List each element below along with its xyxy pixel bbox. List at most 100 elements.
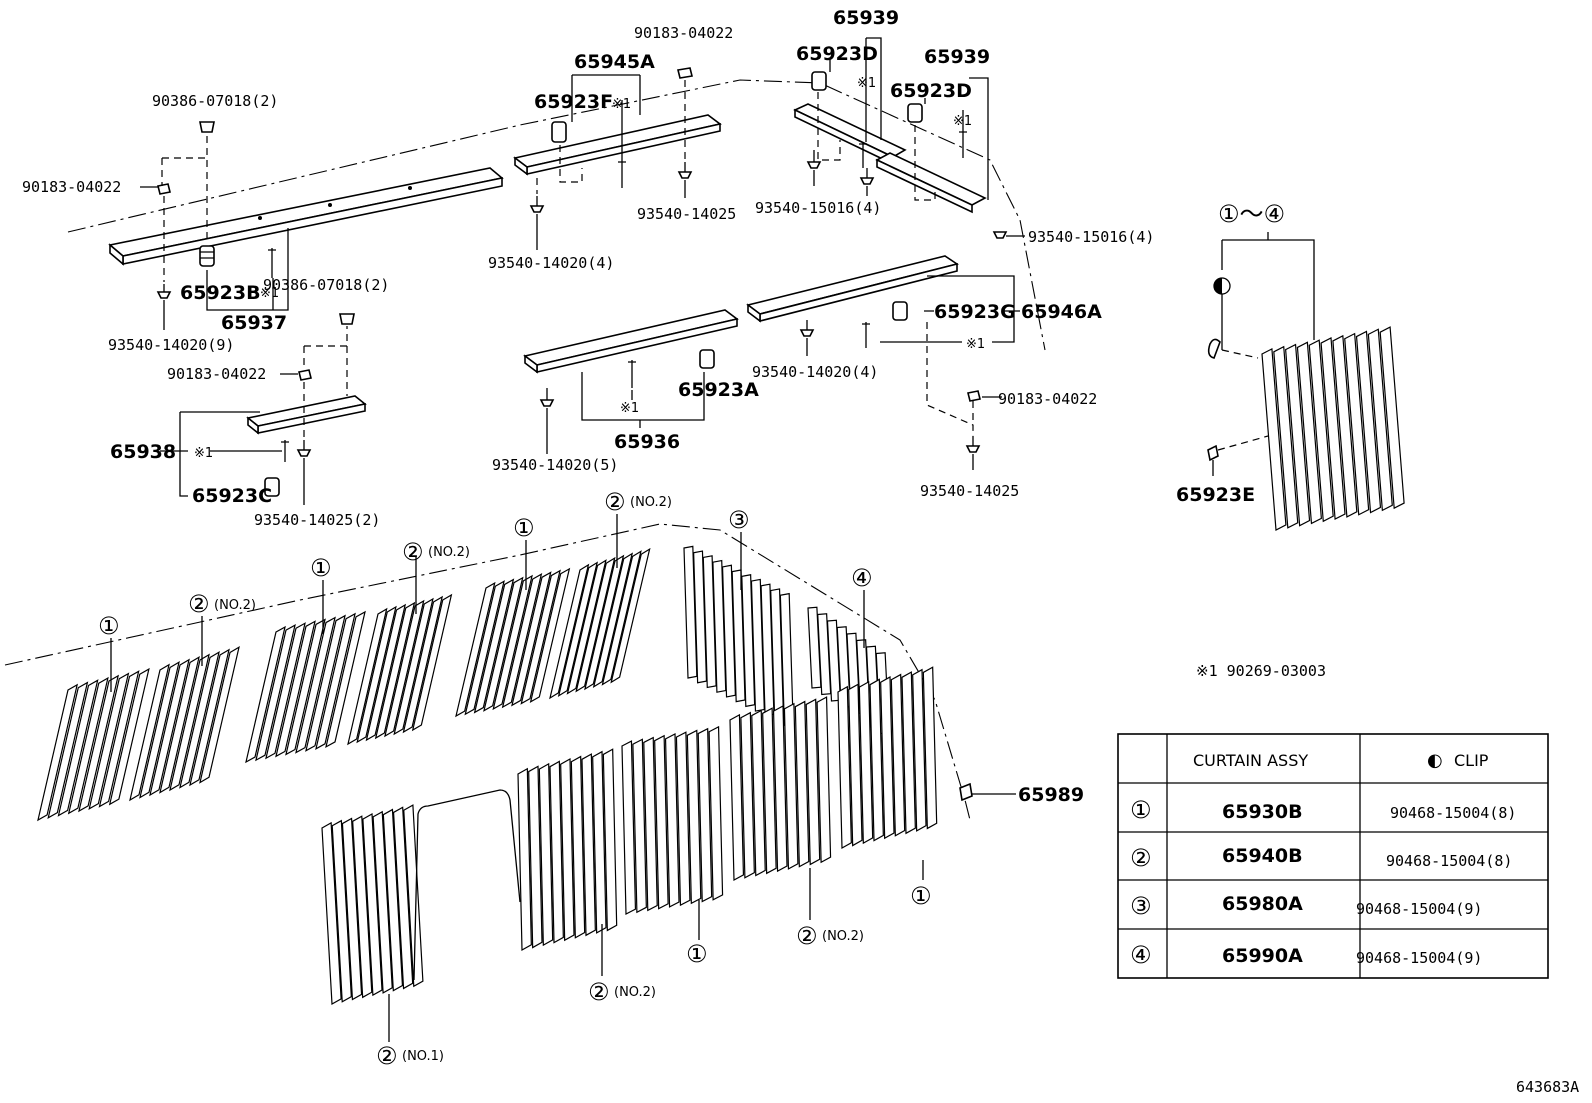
- bolt-93540-14020-4-mid: [799, 320, 815, 356]
- callout-93540-14020-9: 93540-14020(9): [108, 336, 234, 354]
- callout-x1-65945A: ※1: [612, 97, 631, 112]
- marker-2-a: ②: [188, 590, 210, 618]
- marker-1-b: ①: [310, 554, 332, 582]
- curtain-2-e: [517, 748, 618, 952]
- callout-90183-04022-top: 90183-04022: [634, 24, 733, 42]
- rail-65946A: [746, 255, 959, 323]
- rail-65939-b: [875, 152, 987, 214]
- pin-x1-65938: [281, 440, 289, 462]
- curtain-1-d: [837, 666, 938, 850]
- rail-65936: [523, 309, 739, 374]
- callout-65937: 65937: [221, 312, 287, 334]
- clip-half-icon: [1214, 278, 1222, 294]
- clip-65923C: [264, 477, 280, 497]
- marker-2-b: ②: [402, 538, 424, 566]
- callout-90183-04022-mid: 90183-04022: [167, 365, 266, 383]
- curtain-group: [37, 545, 938, 1005]
- curtain-1-e: [621, 725, 724, 915]
- callout-65939-b: 65939: [924, 46, 990, 68]
- table-row-assy: 65930B: [1222, 801, 1303, 823]
- clip-65923F: [551, 121, 567, 143]
- curtain-2-f: [321, 804, 424, 1005]
- callout-65923C: 65923C: [192, 485, 272, 507]
- table-row-clip: 90468-15004(8): [1390, 804, 1516, 822]
- clip-65923G: [892, 301, 908, 321]
- door-frame: [413, 789, 521, 981]
- curtain-3: [683, 545, 794, 726]
- callout-65923E: 65923E: [1176, 484, 1255, 506]
- screw-90386-mid: [339, 313, 355, 325]
- clip-65923A: [699, 349, 715, 369]
- callout-x1-65939-b: ※1: [953, 114, 972, 129]
- curtain-markers: ① ② (NO.2) ① ② (NO.2) ① ② (NO.2) ③ ④ ① ②…: [98, 488, 932, 1070]
- note-x1: ※1 90269-03003: [1196, 662, 1326, 680]
- table-row-assy: 65940B: [1222, 845, 1303, 867]
- callout-93540-14020-4-mid: 93540-14020(4): [752, 363, 878, 381]
- callout-90183-04022-right: 90183-04022: [998, 390, 1097, 408]
- callout-65936: 65936: [614, 431, 680, 453]
- marker-1-a: ①: [98, 612, 120, 640]
- marker-2-e-label: (NO.2): [614, 985, 656, 1000]
- range-label: ①～④: [1218, 200, 1285, 228]
- callout-93540-14020-5: 93540-14020(5): [492, 456, 618, 474]
- callout-93540-14025-2: 93540-14025(2): [254, 511, 380, 529]
- rail-65937: [108, 167, 504, 266]
- callout-65923A: 65923A: [678, 379, 759, 401]
- bolt-93540-14025-right: [965, 436, 981, 470]
- callout-93540-14025-top: 93540-14025: [637, 205, 736, 223]
- marker-2-c-label: (NO.2): [630, 495, 672, 510]
- callout-65923D-a: 65923D: [796, 43, 878, 65]
- table-row-clip: 90468-15004(8): [1386, 852, 1512, 870]
- callout-x1-65939-a: ※1: [857, 76, 876, 91]
- marker-4: ④: [851, 564, 873, 592]
- table-row-assy: 65990A: [1222, 945, 1303, 967]
- marker-2-d: ②: [796, 922, 818, 950]
- pin-x1-65937: [268, 248, 276, 278]
- table-header-curtain-assy: CURTAIN ASSY: [1193, 751, 1308, 770]
- curtain-2-c: [549, 547, 651, 700]
- marker-2-f-label: (NO.1): [402, 1049, 444, 1064]
- marker-2-b-label: (NO.2): [428, 545, 470, 560]
- nut-90183-top: [677, 67, 693, 79]
- callout-90183-04022-left: 90183-04022: [22, 178, 121, 196]
- table-header-clip: CLIP: [1454, 751, 1489, 770]
- callout-65923B: 65923B: [180, 282, 261, 304]
- marker-3: ③: [728, 506, 750, 534]
- marker-2-f: ②: [376, 1042, 398, 1070]
- table-row-marker: ③: [1130, 892, 1152, 920]
- table-row-marker: ②: [1130, 844, 1152, 872]
- clip-65923D-b: [907, 103, 923, 123]
- parts-table: CURTAIN ASSY ◐ CLIP ① 65930B 90468-15004…: [1117, 733, 1549, 979]
- bolt-93540-14025-top: [677, 162, 693, 198]
- pin-x1-65939-b: [959, 130, 967, 158]
- table-row-clip: 90468-15004(9): [1356, 900, 1482, 918]
- bolt-93540-14020-5: [539, 388, 555, 454]
- callout-65945A: 65945A: [574, 51, 655, 73]
- callout-65923D-b: 65923D: [890, 80, 972, 102]
- table-header-clip-icon: ◐: [1427, 750, 1443, 771]
- marker-2-c: ②: [604, 488, 626, 516]
- callout-93540-14025-right: 93540-14025: [920, 482, 1019, 500]
- callout-65946A: 65946A: [1021, 301, 1102, 323]
- curtain-2-d: [729, 696, 832, 881]
- screw-90386-top: [199, 121, 215, 133]
- callout-93540-15016-4-b: 93540-15016(4): [1028, 228, 1154, 246]
- callout-90386-07018-top: 90386-07018(2): [152, 92, 278, 110]
- marker-2-a-label: (NO.2): [214, 598, 256, 613]
- clip-65923B: [199, 245, 215, 267]
- bolt-93540-14025-2: [296, 440, 312, 505]
- callout-93540-15016-4-a: 93540-15016(4): [755, 199, 881, 217]
- table-row-marker: ④: [1130, 941, 1152, 969]
- callout-65938: 65938: [110, 441, 176, 463]
- table-row-marker: ①: [1130, 796, 1152, 824]
- pin-x1-65936: [628, 360, 636, 388]
- rail-65938: [246, 395, 367, 435]
- clip-65989: [959, 782, 1016, 802]
- bolt-93540-15016-b: [859, 168, 875, 196]
- pin-x1-65939-a: [859, 142, 867, 168]
- bolt-93540-14020-9: [156, 284, 172, 299]
- nut-90183-mid: [298, 369, 312, 381]
- pin-x1-65945A: [618, 160, 626, 188]
